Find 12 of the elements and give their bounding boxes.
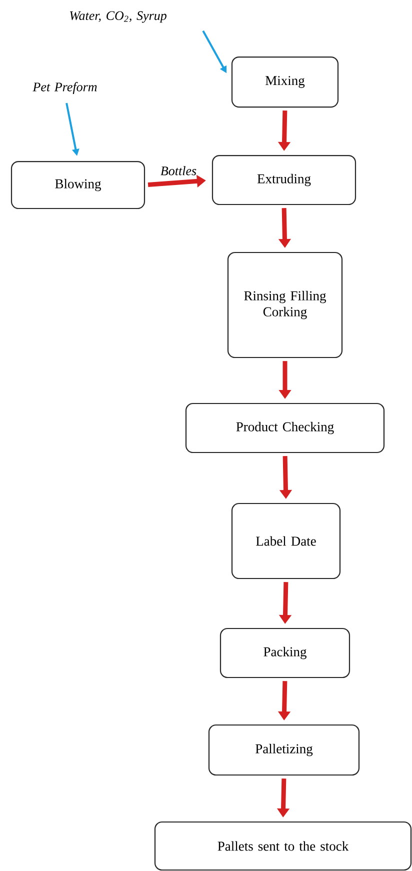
- edge-label: Bottles: [160, 166, 196, 176]
- process-box: Pallets sent to the stock: [154, 821, 412, 871]
- process-box: Mixing: [231, 56, 339, 108]
- process-box: Blowing: [10, 160, 146, 210]
- input-label: Water, CO$_{2}$, Syrup: [70, 11, 166, 23]
- process-box: Packing: [220, 628, 350, 678]
- process-box: Palletizing: [208, 724, 360, 776]
- process-box: Label Date: [231, 502, 341, 580]
- process-box: Product Checking: [185, 402, 385, 454]
- process-box: Extruding: [212, 154, 356, 206]
- input-label: Pet Preform: [32, 82, 97, 94]
- process-box: Rinsing Filling Corking: [227, 252, 343, 358]
